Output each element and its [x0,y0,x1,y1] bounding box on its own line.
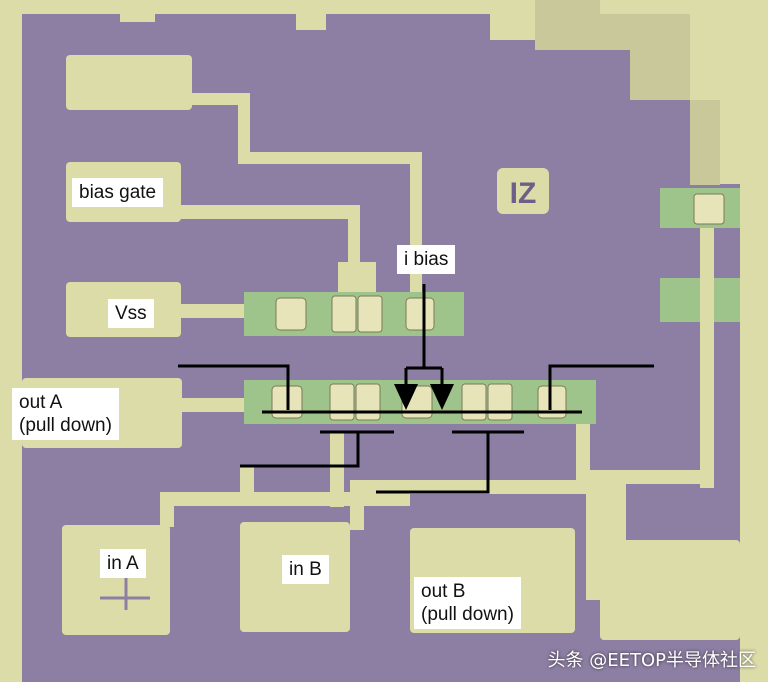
out-b-label: out B (pull down) [414,577,521,629]
die-mark-text: IZ [510,177,537,210]
out-a-label: out A (pull down) [12,388,119,440]
die-mark-box [497,168,549,214]
contacts [271,193,725,421]
bottom-left-trace [160,420,590,530]
in-b-label: in B [282,555,329,584]
bias-gate-label: bias gate [72,178,164,207]
right-column [586,228,768,600]
upper-right-trace [535,0,720,185]
schematic-overlay [178,284,654,494]
watermark: 头条 @EETOP半导体社区 [547,650,757,671]
in-a-label: in A [100,549,146,578]
vss-label: Vss [108,299,154,328]
i-bias-label: i bias [397,245,456,274]
current-arrows [394,384,454,410]
